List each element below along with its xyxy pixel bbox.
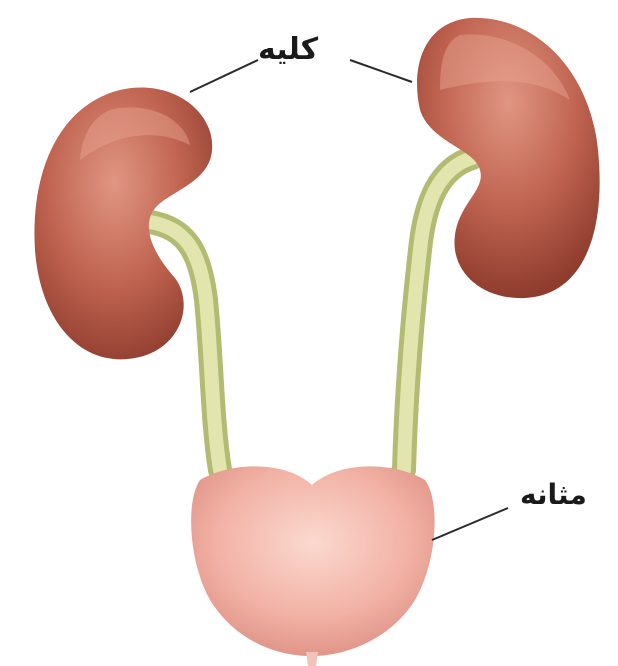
bladder xyxy=(191,466,434,656)
kidney-leader-right xyxy=(350,60,412,82)
kidney-leader-left xyxy=(190,60,258,92)
bladder-label: مثانه xyxy=(520,478,587,511)
bladder-neck xyxy=(306,652,318,666)
bladder-leader xyxy=(432,508,508,540)
kidney-label: کلیه xyxy=(258,32,318,67)
